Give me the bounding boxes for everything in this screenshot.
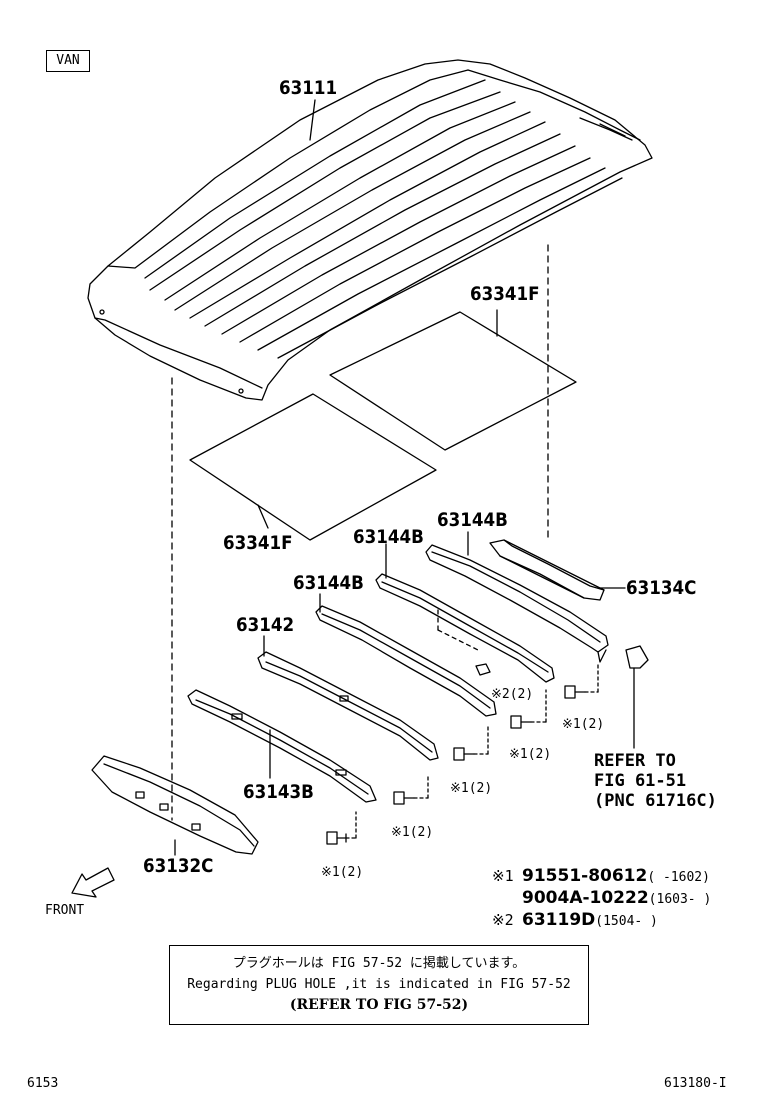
legend-range: ( -1602) xyxy=(647,870,710,885)
note-line-ja: プラグホールは FIG 57-52 に掲載しています。 xyxy=(232,956,526,971)
roof-panel-drawing xyxy=(87,59,653,401)
refer-note: REFER TO FIG 61-51 (PNC 61716C) xyxy=(594,751,717,811)
fastener-legend: ※1 91551-80612( -1602) 9004A-10222(1603- … xyxy=(492,866,711,932)
fastener-label: ※1(2) xyxy=(391,825,434,840)
legend-part: 9004A-10222 xyxy=(522,888,649,908)
bolt-drawings xyxy=(326,661,599,845)
label-pad-upper: 63341F xyxy=(470,283,540,305)
reinforcement-2-drawing xyxy=(375,573,555,683)
label-roof-panel: 63111 xyxy=(279,77,338,99)
bolt-icon xyxy=(510,689,547,729)
label-reinforcement-4: 63142 xyxy=(236,614,295,636)
label-reinforcement-3: 63144B xyxy=(293,572,364,594)
refer-line: FIG 61-51 xyxy=(594,771,687,791)
label-pad-lower: 63341F xyxy=(223,532,293,554)
plug-hole-note: プラグホールは FIG 57-52 に掲載しています。 Regarding PL… xyxy=(169,945,589,1025)
legend-mark: ※2 xyxy=(492,911,514,929)
refer-line: REFER TO xyxy=(594,751,676,771)
footer-left-code: 6153 xyxy=(27,1076,59,1091)
legend-range: (1603- ) xyxy=(648,892,712,907)
note-line-en: Regarding PLUG HOLE ,it is indicated in … xyxy=(187,977,571,992)
plug-icon xyxy=(475,663,491,676)
bolt-icon xyxy=(453,723,489,761)
label-front-header: 63132C xyxy=(143,855,214,877)
legend-mark: ※1 xyxy=(492,867,514,885)
bolt-icon xyxy=(326,811,357,845)
legend-part: 63119D xyxy=(522,910,596,930)
reinforcement-3-drawing xyxy=(315,605,497,717)
alignment-lines xyxy=(171,244,549,821)
label-rear-rail: 63134C xyxy=(626,577,697,599)
legend-row: 9004A-10222(1603- ) xyxy=(492,888,711,910)
reinforcement-1-drawing xyxy=(425,544,609,663)
front-header-drawing xyxy=(91,755,259,855)
legend-row: ※1 91551-80612( -1602) xyxy=(492,866,711,888)
front-label: FRONT xyxy=(45,903,85,918)
legend-range: (1504- ) xyxy=(595,914,658,929)
label-reinforcement-1: 63144B xyxy=(437,509,508,531)
label-reinforcement-2: 63144B xyxy=(353,526,424,548)
fastener-label: ※2(2) xyxy=(491,687,534,702)
legend-row: ※2 63119D(1504- ) xyxy=(492,910,711,932)
pad-lower-drawing xyxy=(189,393,437,541)
bolt-icon xyxy=(393,773,429,805)
legend-part: 91551-80612 xyxy=(522,866,648,886)
front-arrow-icon xyxy=(71,867,115,898)
reinforcement-4-drawing xyxy=(257,651,439,761)
bolt-icon xyxy=(564,661,599,699)
bracket-drawing xyxy=(625,645,649,669)
pad-upper-drawing xyxy=(329,311,577,451)
label-reinforcement-5: 63143B xyxy=(243,781,314,803)
fastener-label: ※1(2) xyxy=(450,781,493,796)
footer-right-code: 613180-I xyxy=(664,1076,727,1091)
reinforcement-5-drawing xyxy=(187,689,377,803)
note-line-refer: (REFER TO FIG 57-52) xyxy=(289,997,469,1013)
fastener-label: ※1(2) xyxy=(509,747,552,762)
refer-line: (PNC 61716C) xyxy=(594,791,717,811)
fastener-label: ※1(2) xyxy=(321,865,364,880)
fastener-label: ※1(2) xyxy=(562,717,605,732)
variant-badge: VAN xyxy=(46,50,90,72)
rear-rail-drawing xyxy=(489,539,626,601)
